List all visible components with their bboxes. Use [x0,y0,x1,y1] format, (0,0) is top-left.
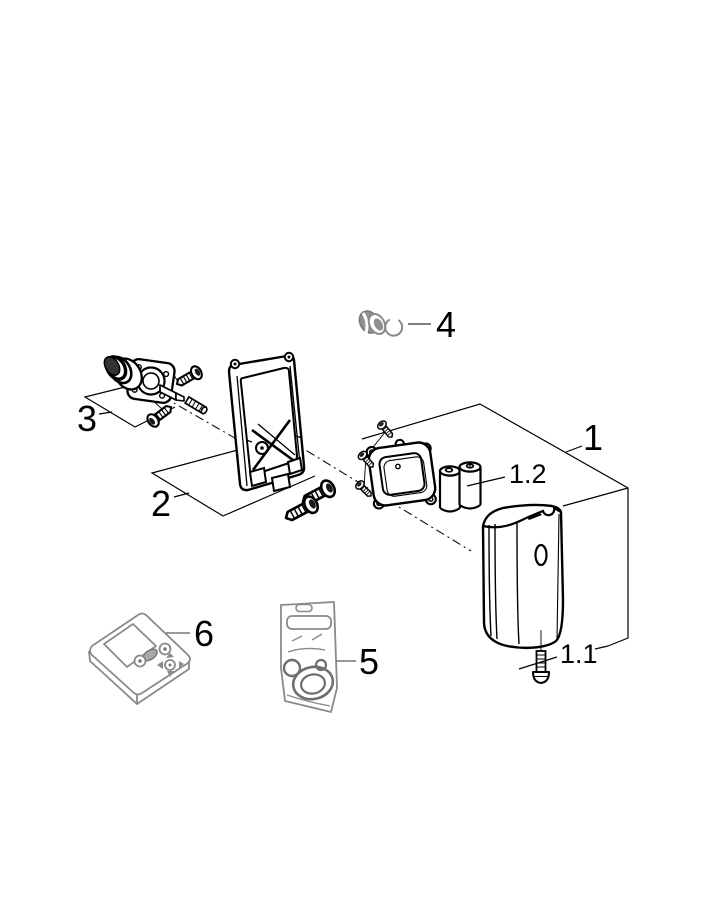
axis-valve-to-bracket [145,386,241,442]
part-1-2-battery-pack [438,461,482,513]
leader-part2 [173,492,190,498]
part-6-remote-control [88,612,191,706]
group-bracket-part1 [361,403,629,647]
leader-part1-1b [594,645,609,650]
callout-label-4: 4 [436,304,456,345]
leader-part1-1 [518,656,558,670]
o-rings [282,658,335,701]
part-4-seal-set [358,310,404,337]
callout-label-1: 1 [583,417,603,458]
part-3-valve-cartridge [103,355,208,430]
group-bracket-part2 [150,435,316,517]
callout-label-1-1: 1.1 [560,639,598,669]
leader-part1 [565,445,583,453]
callouts: 1 1.2 1.1 2 3 4 5 6 [77,304,609,682]
part-5-seal-kit-bag [280,601,338,713]
leader-part1-2 [466,476,506,487]
remote-dpad [157,653,184,677]
remote-screen [103,623,157,668]
leader-part3 [98,411,113,415]
callout-label-6: 6 [194,613,214,654]
part-2-mounting-bracket [227,351,339,527]
callout-label-2: 2 [151,483,171,524]
callout-label-1-2: 1.2 [509,459,547,489]
callout-label-5: 5 [359,641,379,682]
callout-label-3: 3 [77,398,97,439]
sensor-window [534,543,548,567]
o-ring [384,319,404,337]
part-1-housing-cover [481,503,565,650]
part-1-gasket-plate [353,418,437,510]
